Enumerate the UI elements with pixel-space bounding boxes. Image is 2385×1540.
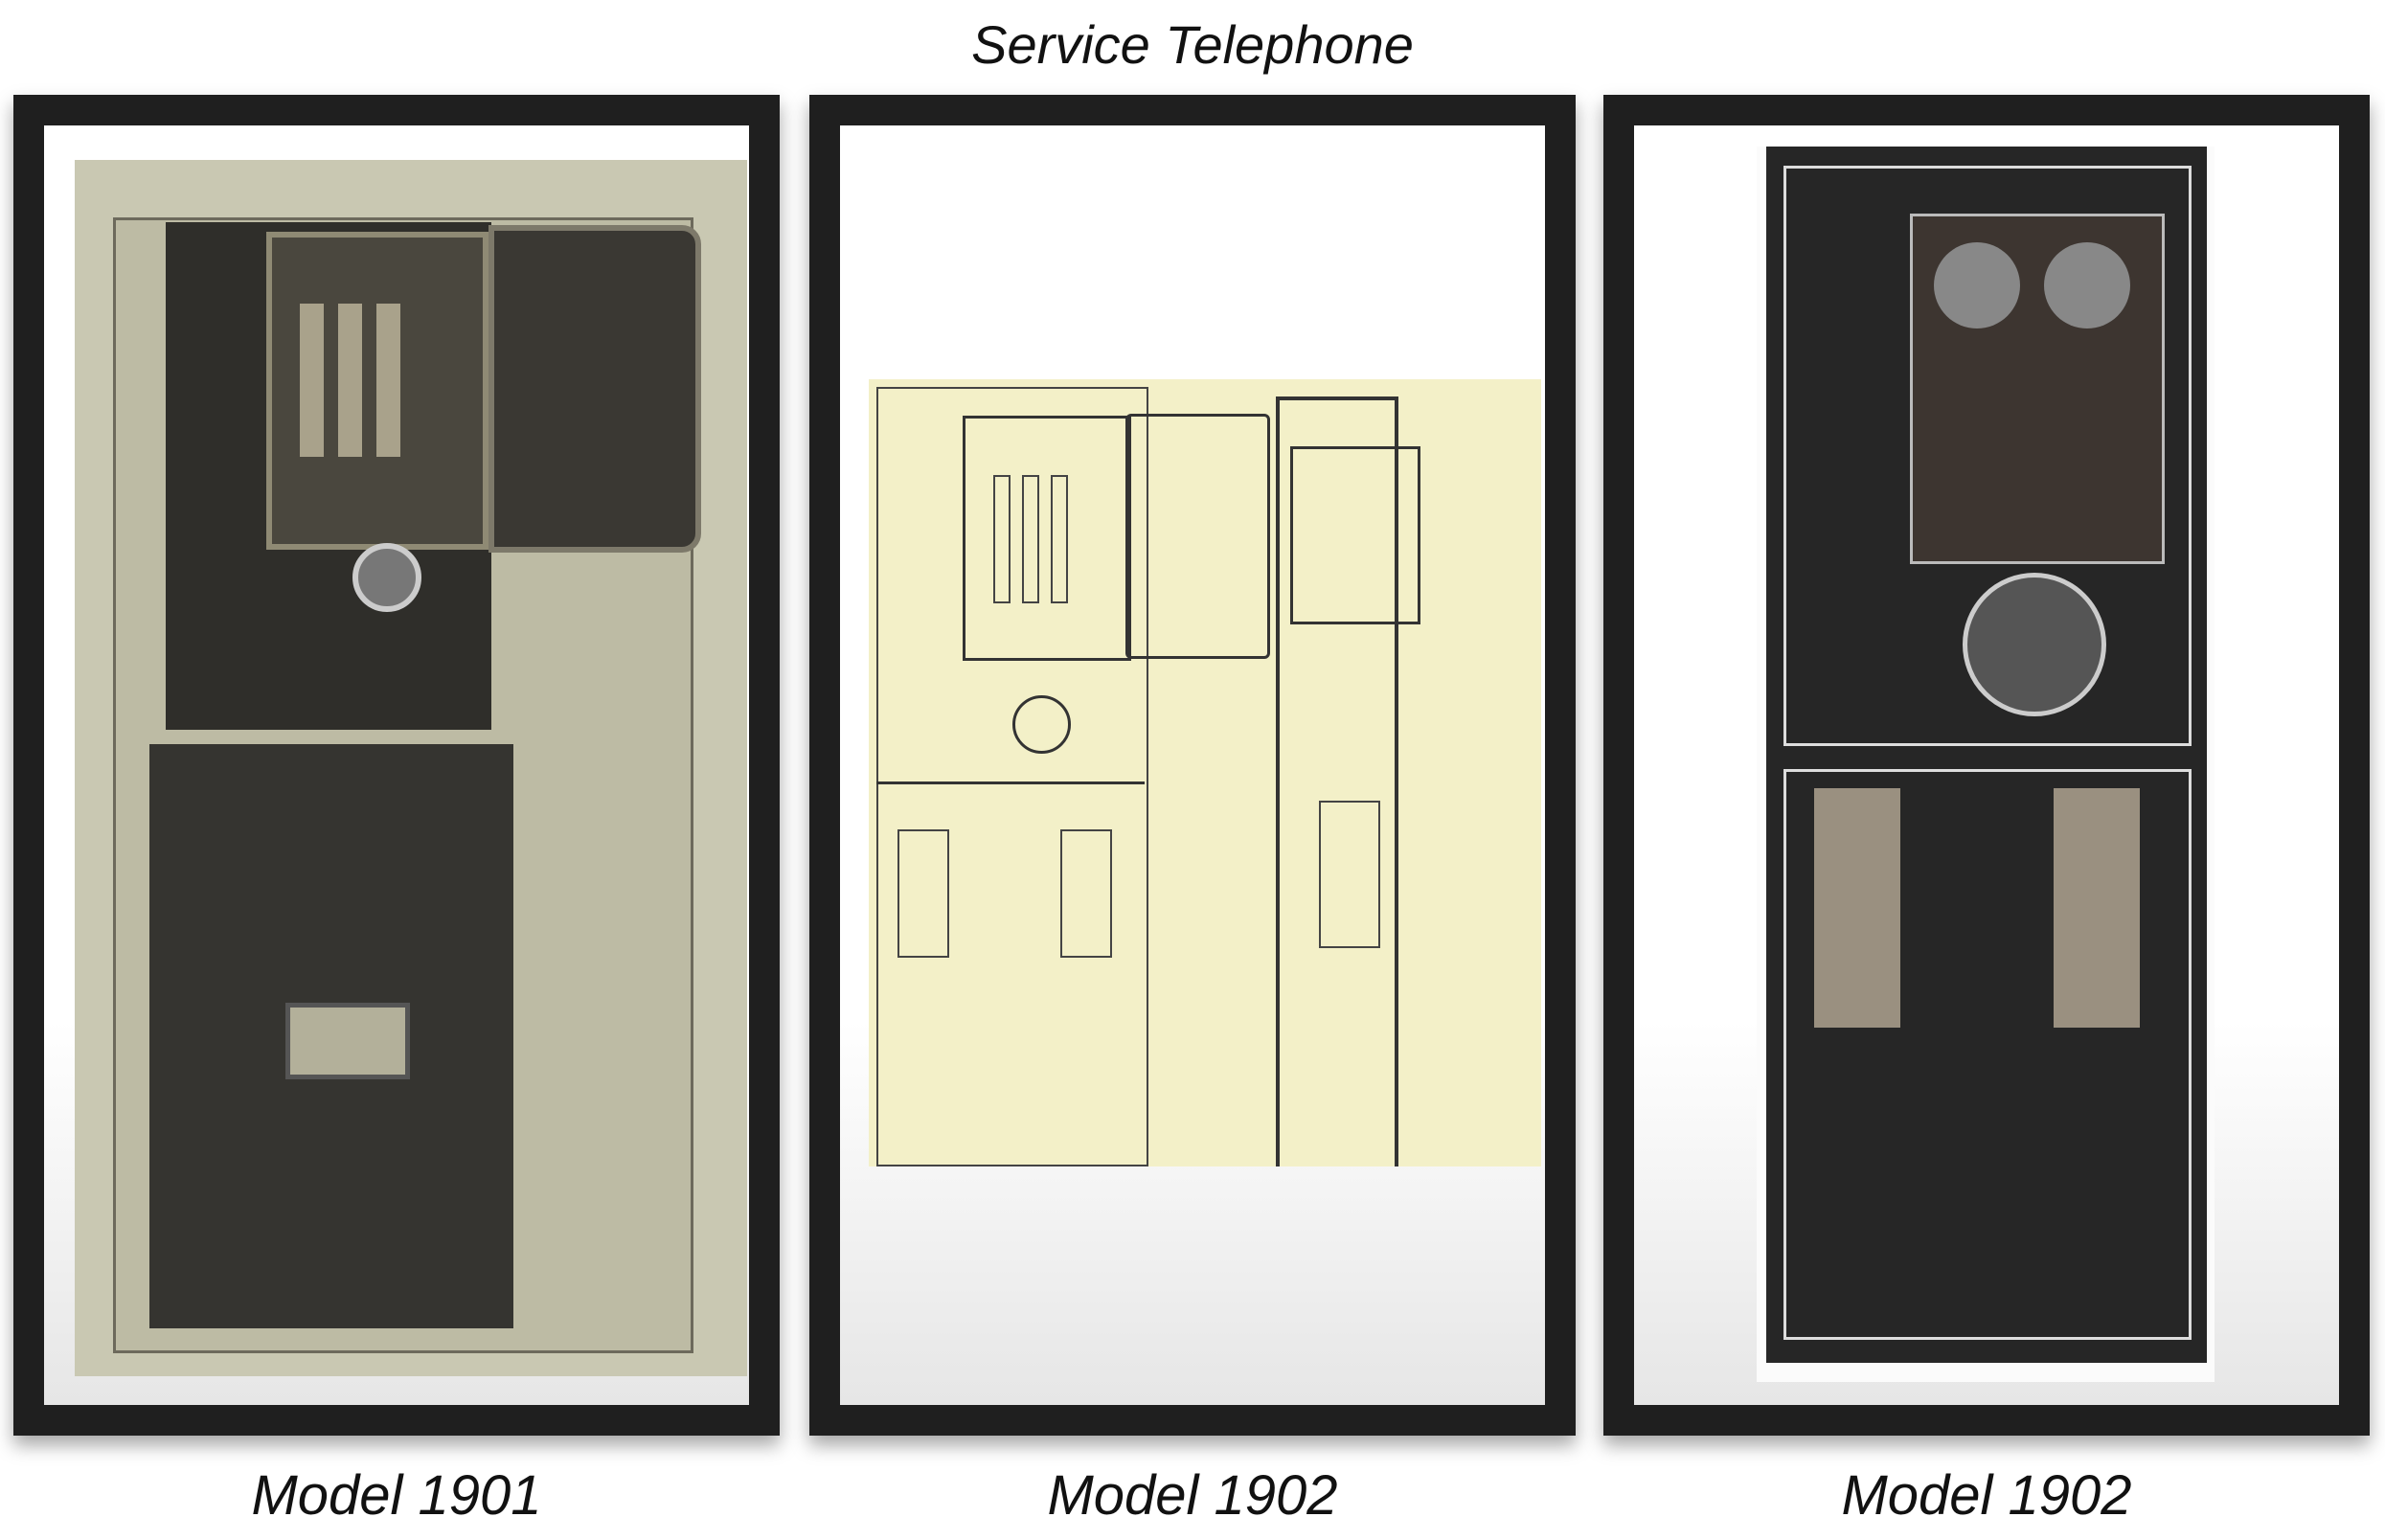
caption-model-1902-drawing: Model 1902 (1047, 1464, 1338, 1527)
picture-frame-1 (13, 95, 780, 1436)
model-1902-photo (1757, 147, 2215, 1382)
model-1901-photo (75, 160, 747, 1376)
caption-model-1902-photo: Model 1902 (1841, 1464, 2132, 1527)
page-title: Service Telephone (971, 14, 1414, 75)
picture-frame-2 (809, 95, 1576, 1436)
picture-frame-3 (1603, 95, 2370, 1436)
model-1902-drawing (869, 379, 1541, 1166)
caption-model-1901: Model 1901 (251, 1464, 542, 1527)
